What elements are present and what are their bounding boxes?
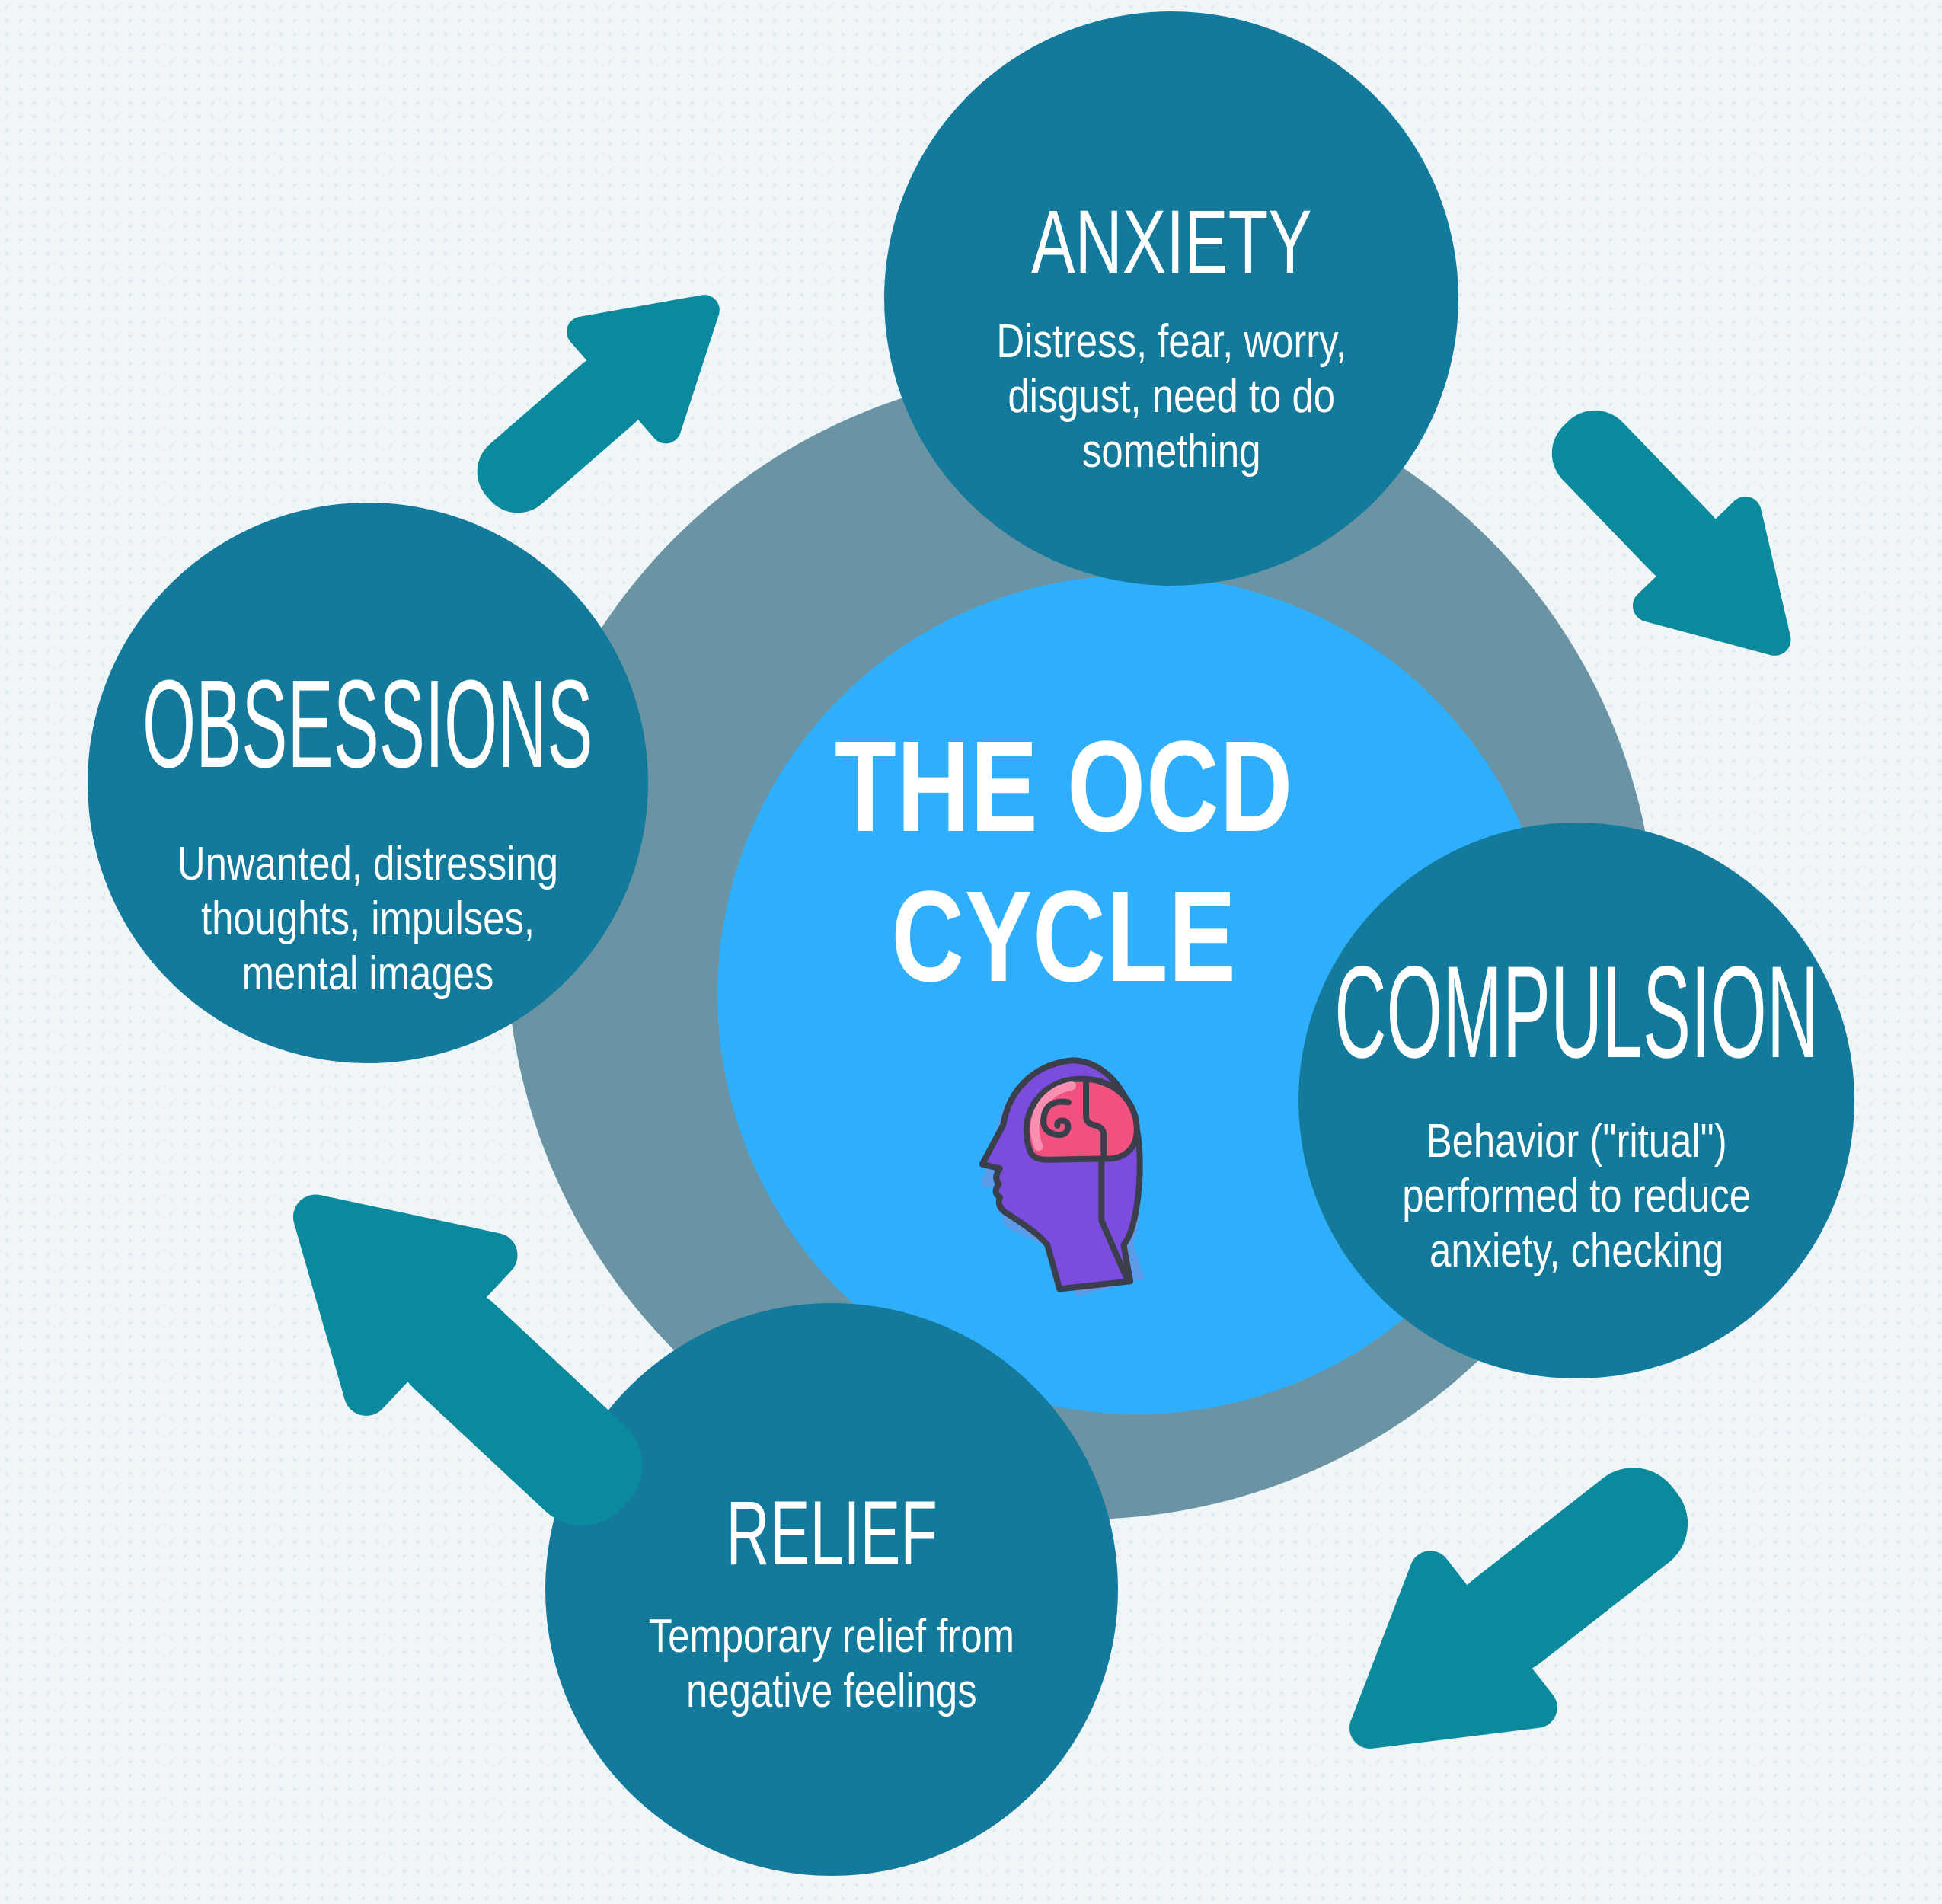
node-compulsion-description: Behavior ("ritual") performed to reduce … xyxy=(1402,1115,1751,1277)
node-anxiety: ANXIETY Distress, fear, worry, disgust, … xyxy=(884,11,1458,586)
arrow-obsessions-to-anxiety-icon xyxy=(430,227,780,565)
node-obsessions-description: Unwanted, distressing thoughts, impulses… xyxy=(177,838,559,1000)
node-anxiety-description: Distress, fear, worry, disgust, need to … xyxy=(996,315,1346,478)
arrow-anxiety-to-compulsion-icon xyxy=(1499,359,1859,722)
node-obsessions: OBSESSIONS Unwanted, distressing thought… xyxy=(88,503,648,1063)
node-compulsion: COMPULSION Behavior ("ritual") performed… xyxy=(1298,823,1854,1378)
arrow-relief-to-obsessions-icon xyxy=(201,1097,714,1600)
node-relief-description: Temporary relief from negative feelings xyxy=(648,1610,1015,1717)
arrow-compulsion-to-relief-icon xyxy=(1271,1395,1747,1843)
node-relief: RELIEF Temporary relief from negative fe… xyxy=(545,1303,1118,1876)
brain-highlight xyxy=(1030,1081,1076,1152)
diagram-title-text: THE OCD CYCLE xyxy=(834,714,1294,1010)
node-obsessions-content: OBSESSIONS Unwanted, distressing thought… xyxy=(88,551,648,1112)
brain-squiggle-line xyxy=(1040,1098,1072,1139)
node-relief-heading: RELIEF xyxy=(726,1482,937,1585)
head-brain-icon xyxy=(966,1039,1187,1316)
node-obsessions-heading: OBSESSIONS xyxy=(142,654,593,794)
brain-shape xyxy=(1023,1075,1140,1163)
node-compulsion-content: COMPULSION Behavior ("ritual") performed… xyxy=(1298,835,1854,1391)
brain-fissure-line xyxy=(1083,1075,1107,1162)
node-anxiety-heading: ANXIETY xyxy=(1030,192,1312,293)
node-relief-content: RELIEF Temporary relief from negative fe… xyxy=(545,1317,1118,1890)
node-compulsion-heading: COMPULSION xyxy=(1334,939,1819,1086)
diagram-title: THE OCD CYCLE xyxy=(770,712,1358,1012)
cheek-line xyxy=(1098,1156,1132,1285)
node-anxiety-content: ANXIETY Distress, fear, worry, disgust, … xyxy=(884,51,1458,625)
